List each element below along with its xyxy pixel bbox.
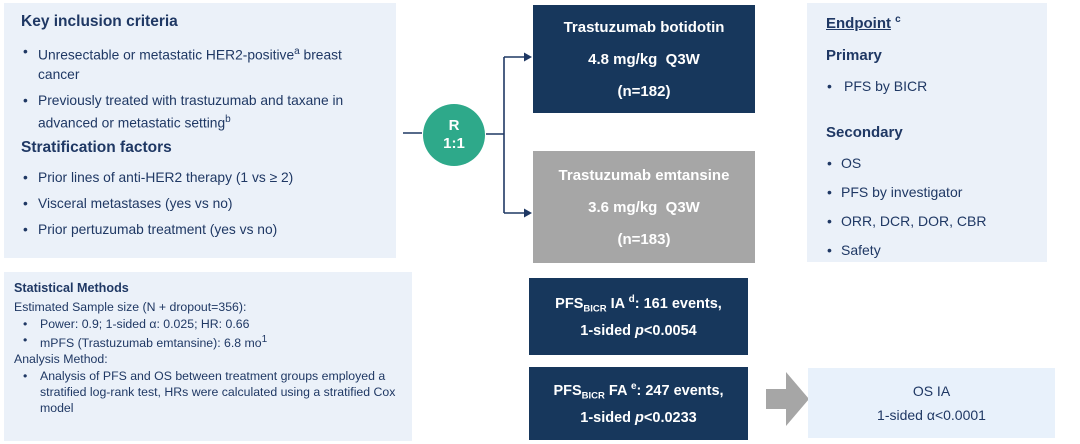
stratification-item: •Prior lines of anti-HER2 therapy (1 vs … — [23, 170, 294, 186]
bullet-marker: • — [23, 170, 28, 186]
p-value-symbol: p — [635, 410, 644, 427]
os-ia-box: OS IA 1-sided α<0.0001 — [808, 368, 1055, 438]
primary-endpoint-item: •PFS by BICR — [827, 78, 928, 94]
secondary-endpoint-item: •Safety — [827, 242, 881, 258]
inclusion-title: Key inclusion criteria — [21, 13, 178, 30]
power-line: •Power: 0.9; 1-sided α: 0.025; HR: 0.66 — [23, 317, 250, 331]
criterion-item: • Unresectable or metastatic HER2-positiv… — [20, 42, 384, 84]
criterion-text: Unresectable or metastatic HER2-positive… — [38, 46, 342, 82]
analysis-list: •Analysis of PFS and OS between treatmen… — [14, 368, 404, 416]
arm-n: (n=183) — [617, 230, 671, 248]
bullet-marker: • — [23, 44, 28, 59]
randomization-ratio: 1:1 — [443, 135, 465, 152]
arm-botidotin-box: Trastuzumab botidotin 4.8 mg/kg Q3W (n=1… — [533, 5, 755, 113]
bullet-marker: • — [827, 242, 832, 258]
bullet-marker: • — [827, 78, 832, 94]
bullet-marker: • — [23, 317, 28, 331]
criterion-text: Previously treated with trastuzumab and … — [38, 92, 344, 131]
footnote-sup-1: 1 — [261, 334, 268, 345]
footnote-sup-e: e — [630, 380, 637, 392]
analysis-bullet: •Analysis of PFS and OS between treatmen… — [23, 369, 396, 416]
footnote-sup-b: b — [225, 113, 231, 125]
bicr-subscript: BICR — [581, 390, 605, 402]
p-value-symbol: p — [635, 323, 644, 340]
pfs-ia-line1: PFSBICR IA d: 161 events, — [555, 293, 722, 315]
stratification-list: •Prior lines of anti-HER2 therapy (1 vs … — [20, 168, 384, 239]
mpfs-line: •mPFS (Trastuzumab emtansine): 6.8 mo1 — [23, 333, 268, 351]
secondary-endpoint-item: •OS — [827, 155, 862, 171]
arrowhead-top-icon — [524, 52, 532, 62]
bullet-marker: • — [827, 184, 832, 200]
endpoint-panel: Endpoint c Primary •PFS by BICR Secondar… — [807, 3, 1047, 262]
os-ia-title: OS IA — [912, 383, 951, 399]
secondary-endpoint-item: •ORR, DCR, DOR, CBR — [827, 213, 987, 229]
endpoint-title: Endpoint c — [826, 14, 901, 32]
criteria-list: • Unresectable or metastatic HER2-positiv… — [20, 42, 384, 132]
arm-dose: 4.8 mg/kg Q3W — [588, 50, 700, 68]
arm-name: Trastuzumab emtansine — [558, 166, 730, 184]
bullet-marker: • — [23, 333, 28, 347]
stats-title: Statistical Methods — [14, 281, 129, 295]
bullet-marker: • — [827, 155, 832, 171]
bullet-marker: • — [827, 213, 832, 229]
stats-list: •Power: 0.9; 1-sided α: 0.025; HR: 0.66 … — [14, 316, 404, 351]
primary-heading: Primary — [826, 47, 882, 64]
pfs-fa-box: PFSBICR FA e: 247 events, 1-sided p<0.02… — [529, 367, 748, 440]
footnote-sup-d: d — [628, 293, 635, 305]
pfs-ia-line2: 1-sided p<0.0054 — [580, 323, 697, 340]
arm-name: Trastuzumab botidotin — [563, 18, 725, 36]
statistical-methods-panel: Statistical Methods Estimated Sample siz… — [4, 272, 412, 441]
footnote-sup-c: c — [895, 14, 901, 25]
bullet-marker: • — [23, 92, 28, 108]
randomization-circle: R 1:1 — [423, 104, 485, 166]
primary-list: •PFS by BICR — [825, 77, 1047, 95]
footnote-sup-a: a — [294, 46, 300, 57]
stratification-title: Stratification factors — [21, 139, 172, 157]
arm-emtansine-box: Trastuzumab emtansine 3.6 mg/kg Q3W (n=1… — [533, 151, 755, 263]
bicr-subscript: BICR — [583, 303, 607, 315]
stratification-item: •Prior pertuzumab treatment (yes vs no) — [23, 222, 278, 238]
bullet-marker: • — [23, 222, 28, 238]
arm-dose: 3.6 mg/kg Q3W — [588, 198, 700, 216]
arm-n: (n=182) — [617, 82, 671, 100]
analysis-method-line: Analysis Method: — [14, 352, 108, 367]
pfs-fa-line2: 1-sided p<0.0233 — [580, 410, 697, 427]
inclusion-criteria-panel: Key inclusion criteria • Unresectable or … — [4, 3, 396, 258]
bullet-marker: • — [23, 369, 28, 384]
criterion-item: • Previously treated with trastuzumab and… — [20, 91, 384, 133]
sample-size-line: Estimated Sample size (N + dropout=356): — [14, 300, 247, 314]
arrowhead-bottom-icon — [524, 208, 532, 218]
bullet-marker: • — [23, 196, 28, 212]
pfs-fa-line1: PFSBICR FA e: 247 events, — [553, 380, 724, 402]
block-arrow-icon — [766, 372, 809, 426]
secondary-endpoint-item: •PFS by investigator — [827, 184, 963, 200]
pfs-ia-box: PFSBICR IA d: 161 events, 1-sided p<0.00… — [529, 278, 748, 355]
randomization-letter: R — [448, 117, 460, 134]
os-ia-alpha: 1-sided α<0.0001 — [877, 407, 986, 423]
secondary-list: •OS •PFS by investigator •ORR, DCR, DOR,… — [825, 154, 1047, 259]
stratification-item: •Visceral metastases (yes vs no) — [23, 196, 233, 212]
secondary-heading: Secondary — [826, 124, 903, 141]
